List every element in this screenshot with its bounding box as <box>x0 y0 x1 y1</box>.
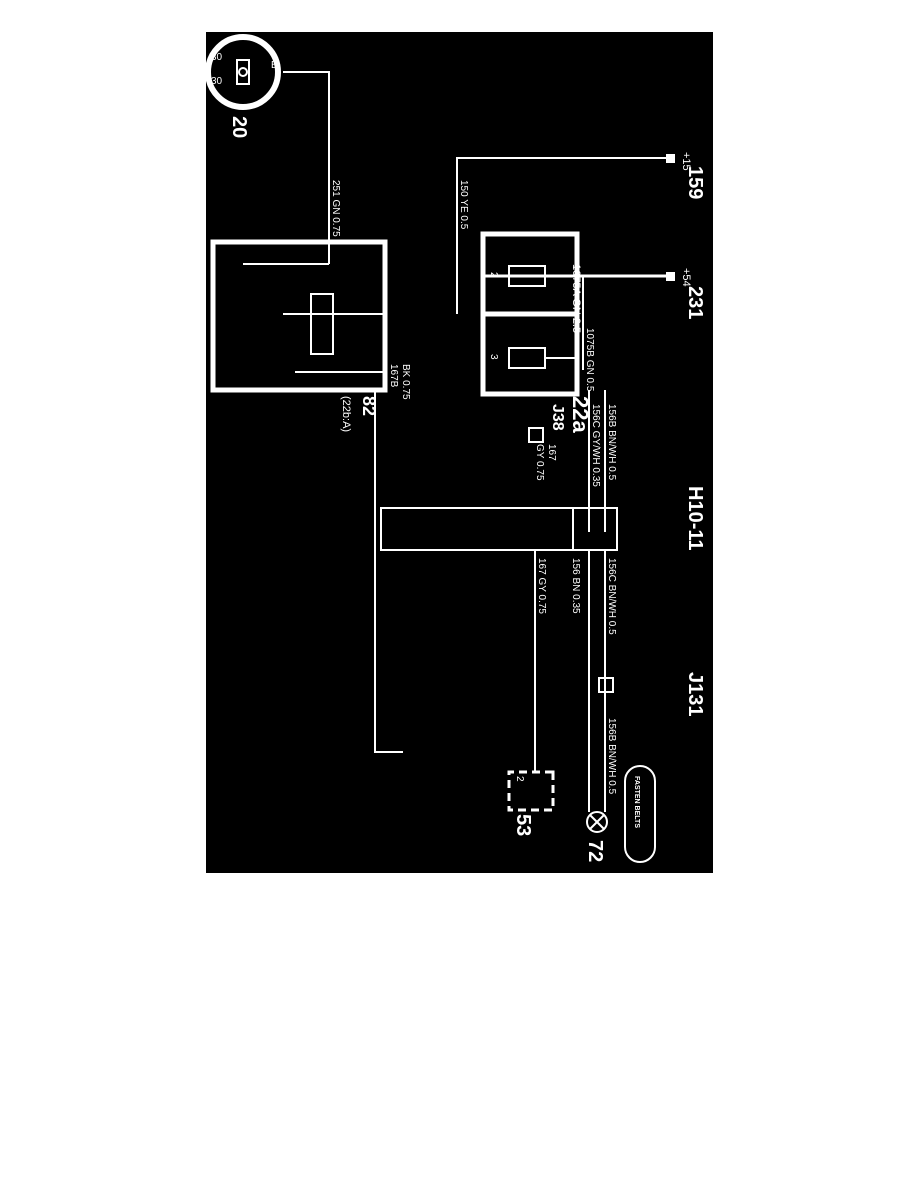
relay-sub: (22b:A) <box>340 396 352 432</box>
wire-167b-spec: BK 0.75 <box>400 364 411 400</box>
wire-251 <box>283 71 330 264</box>
connector-h10-11: H10-11 <box>380 486 706 551</box>
wire-167b-label: 167B <box>388 364 399 388</box>
wire-167-right-label: 167 GY 0.75 <box>536 558 547 614</box>
supply-54-id: 231 <box>684 286 706 319</box>
supply-15: +15 159 <box>666 152 706 199</box>
terminal-30a-label: 30 <box>211 52 223 63</box>
j38-id: J38 <box>549 404 566 431</box>
supply-15-terminal: +15 <box>680 152 692 171</box>
wire-167b <box>374 390 403 753</box>
supply-54: +54 231 <box>666 268 706 319</box>
rotated-diagram: 30 30 B 20 251 GN 0.75 +15 159 150 YE 0.… <box>205 34 706 863</box>
terminal-b-label: B <box>271 60 278 71</box>
buzzer-pin: 2 <box>514 776 525 782</box>
lamp: 72 <box>584 811 608 862</box>
wire-251-label: 251 GN 0.75 <box>330 180 341 237</box>
supply-54-terminal: +54 <box>680 268 692 287</box>
relay: 82 (22b:A) <box>210 239 388 432</box>
seatbelt-indicator: FASTEN BELTS <box>624 765 656 863</box>
wiring-diagram: 30 30 B 20 251 GN 0.75 +15 159 150 YE 0.… <box>205 32 713 873</box>
ignition-switch: 30 30 B 20 <box>205 34 281 138</box>
wire-150 <box>456 157 666 314</box>
buzzer: 2 53 <box>507 770 555 836</box>
j38-spec: GY 0.75 <box>534 444 545 481</box>
fuse-right-number: 3 <box>488 354 499 360</box>
wiring-diagram-svg: 30 30 B 20 251 GN 0.75 +15 159 150 YE 0.… <box>205 32 713 873</box>
lamp-id: 72 <box>584 840 606 862</box>
wire-156-right-label: 156 BN 0.35 <box>570 558 581 614</box>
h10-11-id: H10-11 <box>684 486 706 551</box>
wire-156c-left-label: 156C GY/WH 0.35 <box>590 404 601 487</box>
ignition-switch-id: 20 <box>228 116 250 138</box>
buzzer-id: 53 <box>512 814 534 836</box>
wire-156c-right-label: 156C BN/WH 0.5 <box>606 558 617 635</box>
diagram-background <box>206 32 713 873</box>
wire-156b-left-label: 156B BN/WH 0.5 <box>606 404 617 481</box>
wire-150-label: 150 YE 0.5 <box>458 180 469 230</box>
j131-id: J131 <box>684 672 706 717</box>
supply-15-id: 159 <box>684 166 706 199</box>
wire-156b-right-label: 156B BN/WH 0.5 <box>606 718 617 795</box>
connector-j38: J38 167 GY 0.75 <box>528 404 566 481</box>
j38-pin: 167 <box>546 444 557 461</box>
fuse-left-number: 2 <box>488 272 499 278</box>
wire-1075b-label: 1075B GN 0.5 <box>584 328 595 392</box>
seatbelt-text: FASTEN BELTS <box>633 776 640 828</box>
terminal-30b-label: 30 <box>211 76 223 87</box>
